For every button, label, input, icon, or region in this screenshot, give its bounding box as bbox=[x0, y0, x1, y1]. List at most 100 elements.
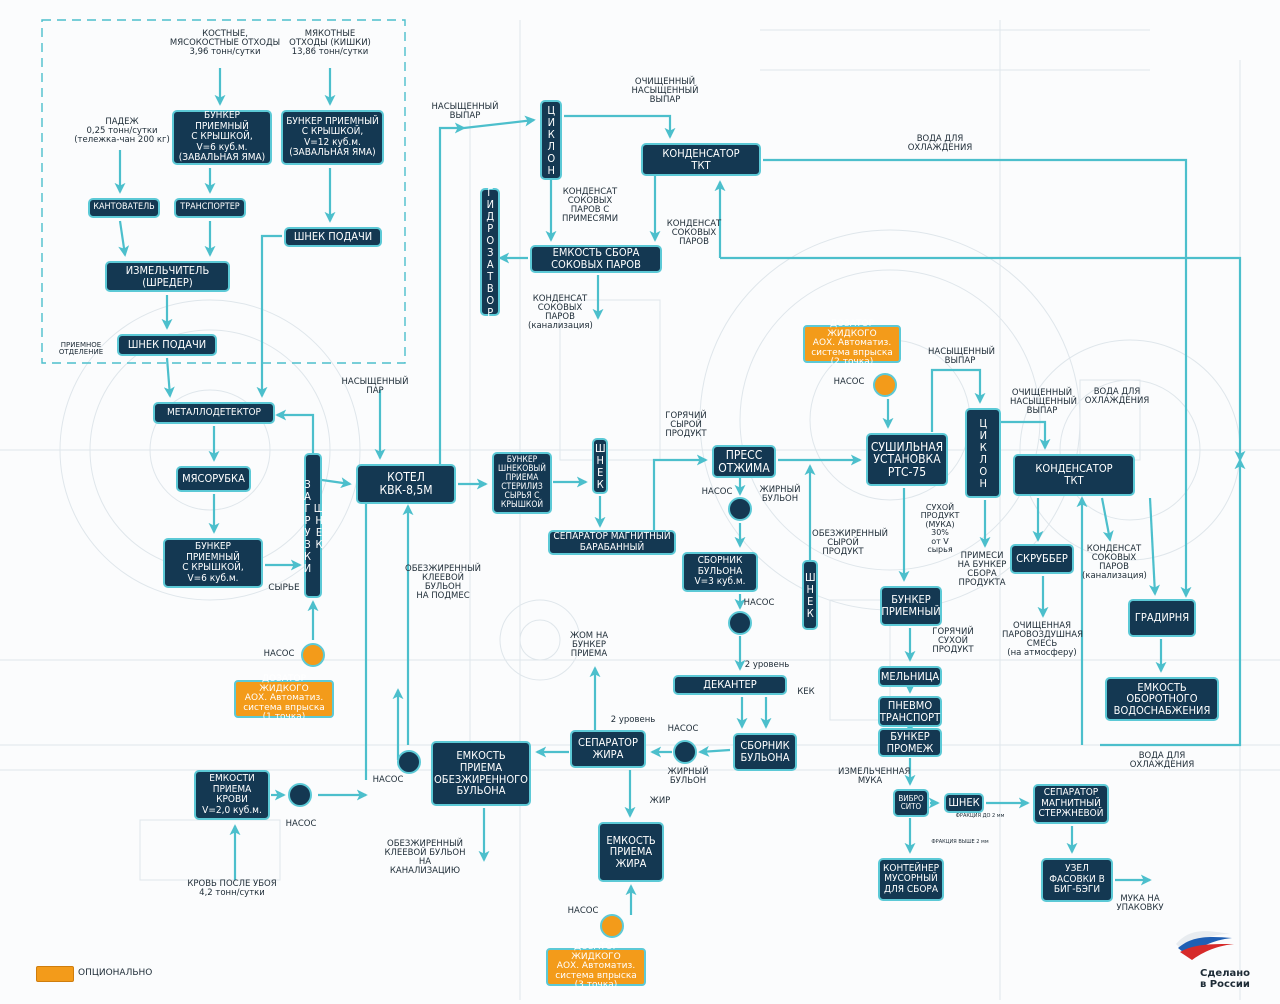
flow-arrow-35 bbox=[698, 745, 731, 757]
label-soft-waste: МЯКОТНЫЕ ОТХОДЫ (КИШКИ) 13,86 тонн/сутки bbox=[289, 29, 371, 57]
label-impurities: ПРИМЕСИ НА БУНКЕР СБОРА ПРОДУКТА bbox=[957, 551, 1007, 588]
vibrating-sieve[interactable]: ВИБРО СИТО bbox=[893, 789, 929, 817]
label-condensate-sewer-1: КОНДЕНСАТ СОКОВЫХ ПАРОВ (канализация) bbox=[528, 294, 593, 331]
receiving-bunker-dry[interactable]: БУНКЕР ПРИЕМНЫЙ bbox=[880, 586, 942, 626]
reception-area-boundary bbox=[41, 19, 406, 364]
label-fat: ЖИР bbox=[649, 796, 671, 806]
optional-pump-1[interactable] bbox=[301, 643, 325, 667]
label-saturated-vapor-1: НАСЫЩЕННЫЙ ВЫПАР bbox=[431, 102, 499, 121]
legend-optional-text: ОПЦИОНАЛЬНО bbox=[78, 968, 153, 978]
magnetic-drum-separator[interactable]: СЕПАРАТОР МАГНИТНЫЙ БАРАБАННЫЙ bbox=[548, 530, 676, 555]
label-cooling-water-1: ВОДА ДЛЯ ОХЛАЖДЕНИЯ bbox=[907, 134, 973, 153]
flow-arrow-64 bbox=[438, 122, 466, 464]
screw-small[interactable]: ШНЕК bbox=[592, 438, 608, 494]
screw-bottom[interactable]: ШНЕК bbox=[944, 793, 984, 813]
label-purified-vapor-2: ОЧИЩЕННЫЙ НАСЫЩЕННЫЙ ВЫПАР bbox=[1010, 388, 1077, 416]
flow-arrow-63 bbox=[463, 115, 536, 130]
aox-doser-3[interactable]: ДОЗАТОР ЖИДКОГО АОХ. Автоматиз. система … bbox=[546, 943, 646, 990]
circulating-water-tank[interactable]: ЕМКОСТЬ ОБОРОТНОГО ВОДОСНАБЖЕНИЯ bbox=[1105, 677, 1219, 721]
screw-vertical[interactable]: ШНЕК bbox=[802, 560, 818, 630]
flow-arrow-70 bbox=[763, 158, 1192, 598]
tipper[interactable]: КАНТОВАТЕЛЬ bbox=[88, 198, 160, 218]
pump-4[interactable] bbox=[397, 750, 421, 774]
metal-detector[interactable]: МЕТАЛЛОДЕТЕКТОР bbox=[153, 402, 275, 424]
meat-grinder[interactable]: МЯСОРУБКА bbox=[176, 466, 251, 492]
aox-doser-1[interactable]: ДОЗАТОР ЖИДКОГО АОХ. Автоматиз. система … bbox=[234, 675, 334, 722]
label-saturated-steam: НАСЫЩЕННЫЙ ПАР bbox=[341, 377, 409, 396]
label-pump-5: НАСОС bbox=[285, 819, 317, 829]
label-press-cake: ЖОМ НА БУНКЕР ПРИЕМА bbox=[569, 631, 609, 659]
pump-5[interactable] bbox=[288, 783, 312, 807]
label-level-2a: 2 уровень bbox=[744, 660, 790, 670]
label-defatted-raw-product: ОБЕЗЖИРЕННЫЙ СЫРОЙ ПРОДУКТ bbox=[812, 529, 888, 557]
fat-separator[interactable]: СЕПАРАТОР ЖИРА bbox=[570, 730, 646, 768]
flow-arrow-73 bbox=[1100, 458, 1246, 747]
screw-press[interactable]: ПРЕСС ОТЖИМА bbox=[712, 445, 776, 478]
feed-screw-2[interactable]: ШНЕК ПОДАЧИ bbox=[117, 334, 217, 356]
cyclone-1[interactable]: ЦИКЛОН bbox=[540, 100, 562, 180]
condenser-tkt-2[interactable]: КОНДЕНСАТОР ТКТ bbox=[1013, 454, 1135, 496]
cyclone-2[interactable]: ЦИКЛОН bbox=[965, 408, 1001, 498]
receiving-bunker-12m3-pit[interactable]: БУНКЕР ПРИЕМНЫЙ С КРЫШКОЙ, V=12 куб.м. (… bbox=[281, 110, 384, 165]
mill[interactable]: МЕЛЬНИЦА bbox=[878, 666, 942, 687]
screw-bunker-sterilized[interactable]: БУНКЕР ШНЕКОВЫЙ ПРИЕМА СТЕРИЛИЗ СЫРЬЯ С … bbox=[492, 452, 552, 514]
label-cooling-water-2: ВОДА ДЛЯ ОХЛАЖДЕНИЯ bbox=[1084, 387, 1150, 406]
label-dry-product: СУХОЙ ПРОДУКТ (МУКА) 30% от V сырья bbox=[920, 503, 960, 554]
label-fraction-above: ФРАКЦИЯ ВЫШЕ 2 мм bbox=[931, 839, 989, 845]
flow-arrow-50 bbox=[1148, 497, 1161, 596]
aox-doser-2[interactable]: ДОЗАТОР ЖИДКОГО АОХ. Автоматиз. система … bbox=[803, 320, 901, 367]
label-reception-area: ПРИЕМНОЕ ОТДЕЛЕНИЕ bbox=[58, 341, 104, 357]
defatted-broth-receiving-tank[interactable]: ЕМКОСТЬ ПРИЕМА ОБЕЗЖИРЕННОГО БУЛЬОНА bbox=[431, 741, 531, 806]
label-hot-raw-product: ГОРЯЧИЙ СЫРОЙ ПРОДУКТ bbox=[665, 411, 707, 439]
waste-container[interactable]: КОНТЕЙНЕР МУСОРНЫЙ ДЛЯ СБОРА bbox=[878, 858, 944, 901]
label-defatted-glue-broth-mix: ОБЕЗЖИРЕННЫЙ КЛЕЕВОЙ БУЛЬОН НА ПОДМЕС bbox=[405, 564, 481, 601]
optional-pump-3[interactable] bbox=[600, 914, 624, 938]
feed-screw-1[interactable]: ШНЕК ПОДАЧИ bbox=[284, 227, 382, 247]
loading-screw[interactable]: ШНЕК ЗАГРУЗКИ bbox=[301, 453, 326, 598]
receiving-bunker-6m3[interactable]: БУНКЕР ПРИЕМНЫЙ С КРЫШКОЙ, V=6 куб.м. bbox=[163, 538, 263, 588]
big-bag-packing-unit[interactable]: УЗЕЛ ФАСОВКИ В БИГ-БЭГИ bbox=[1041, 858, 1113, 902]
receiving-bunker-6m3-pit[interactable]: БУНКЕР ПРИЕМНЫЙ С КРЫШКОЙ, V=6 куб.м. (З… bbox=[172, 110, 272, 165]
label-pump-8: НАСОС bbox=[833, 377, 865, 387]
label-purified-air-mixture: ОЧИЩЕННАЯ ПАРОВОЗДУШНАЯ СМЕСЬ (на атмосф… bbox=[1002, 621, 1084, 658]
flow-arrow-14 bbox=[275, 409, 315, 453]
label-saturated-vapor-2: НАСЫЩЕННЫЙ ВЫПАР bbox=[928, 347, 995, 366]
boiler-kvk-85m[interactable]: КОТЕЛ КВК-8,5М bbox=[356, 464, 456, 504]
pump-2[interactable] bbox=[728, 611, 752, 635]
juice-vapor-collection-tank[interactable]: ЕМКОСТЬ СБОРА СОКОВЫХ ПАРОВ bbox=[530, 245, 662, 273]
label-pump-1: НАСОС bbox=[701, 487, 733, 497]
scrubber[interactable]: СКРУББЕР bbox=[1010, 544, 1074, 574]
drying-unit-rts75[interactable]: СУШИЛЬНАЯ УСТАНОВКА РТС-75 bbox=[866, 433, 948, 486]
label-pump-3: НАСОС bbox=[263, 649, 295, 659]
blood-receiving-tanks[interactable]: ЕМКОСТИ ПРИЕМА КРОВИ V=2,0 куб.м. bbox=[194, 770, 270, 820]
russia-flag-ribbon-icon bbox=[1176, 931, 1234, 960]
label-bone-waste: КОСТНЫЕ, МЯСОКОСТНЫЕ ОТХОДЫ 3,96 тонн/су… bbox=[169, 29, 281, 57]
pump-1[interactable] bbox=[728, 497, 752, 521]
cooling-tower[interactable]: ГРАДИРНЯ bbox=[1128, 599, 1196, 637]
condenser-tkt-1[interactable]: КОНДЕНСАТОР ТКТ bbox=[641, 143, 761, 176]
label-level-2b: 2 уровень bbox=[610, 715, 656, 725]
optional-pump-2[interactable] bbox=[873, 373, 897, 397]
label-pump-6: НАСОС bbox=[667, 724, 699, 734]
shredder[interactable]: ИЗМЕЛЬЧИТЕЛЬ (ШРЕДЕР) bbox=[105, 261, 230, 292]
pneumatic-transport[interactable]: ПНЕВМО ТРАНСПОРТ bbox=[878, 696, 942, 727]
label-raw-material: СЫРЬЕ bbox=[268, 583, 300, 593]
pump-6[interactable] bbox=[673, 740, 697, 764]
fat-receiving-tank[interactable]: ЕМКОСТЬ ПРИЕМА ЖИРА bbox=[598, 822, 664, 882]
decanter[interactable]: ДЕКАНТЕР bbox=[673, 675, 787, 695]
water-seal[interactable]: ГИДРОЗАТВОР bbox=[480, 186, 500, 318]
intermediate-bunker[interactable]: БУНКЕР ПРОМЕЖ bbox=[878, 728, 942, 757]
broth-collector-3m3[interactable]: СБОРНИК БУЛЬОНА V=3 куб.м. bbox=[682, 552, 758, 592]
label-fatty-broth-1: ЖИРНЫЙ БУЛЬОН bbox=[759, 485, 801, 504]
broth-collector[interactable]: СБОРНИК БУЛЬОНА bbox=[733, 733, 797, 771]
conveyor[interactable]: ТРАНСПОРТЕР bbox=[174, 198, 246, 218]
label-fraction-below: ФРАКЦИЯ ДО 2 мм bbox=[955, 813, 1005, 819]
magnetic-rod-separator[interactable]: СЕПАРАТОР МАГНИТНЫЙ СТЕРЖНЕВОЙ bbox=[1033, 784, 1109, 824]
flow-arrow-21 bbox=[652, 454, 708, 530]
label-condensate-sewer-2: КОНДЕНСАТ СОКОВЫХ ПАРОВ (канализация) bbox=[1082, 544, 1147, 581]
flow-arrow-16 bbox=[321, 477, 352, 489]
made-in-russia-logo: Сделано в России bbox=[1172, 924, 1250, 1000]
made-in-russia-text: Сделано в России bbox=[1200, 968, 1251, 990]
